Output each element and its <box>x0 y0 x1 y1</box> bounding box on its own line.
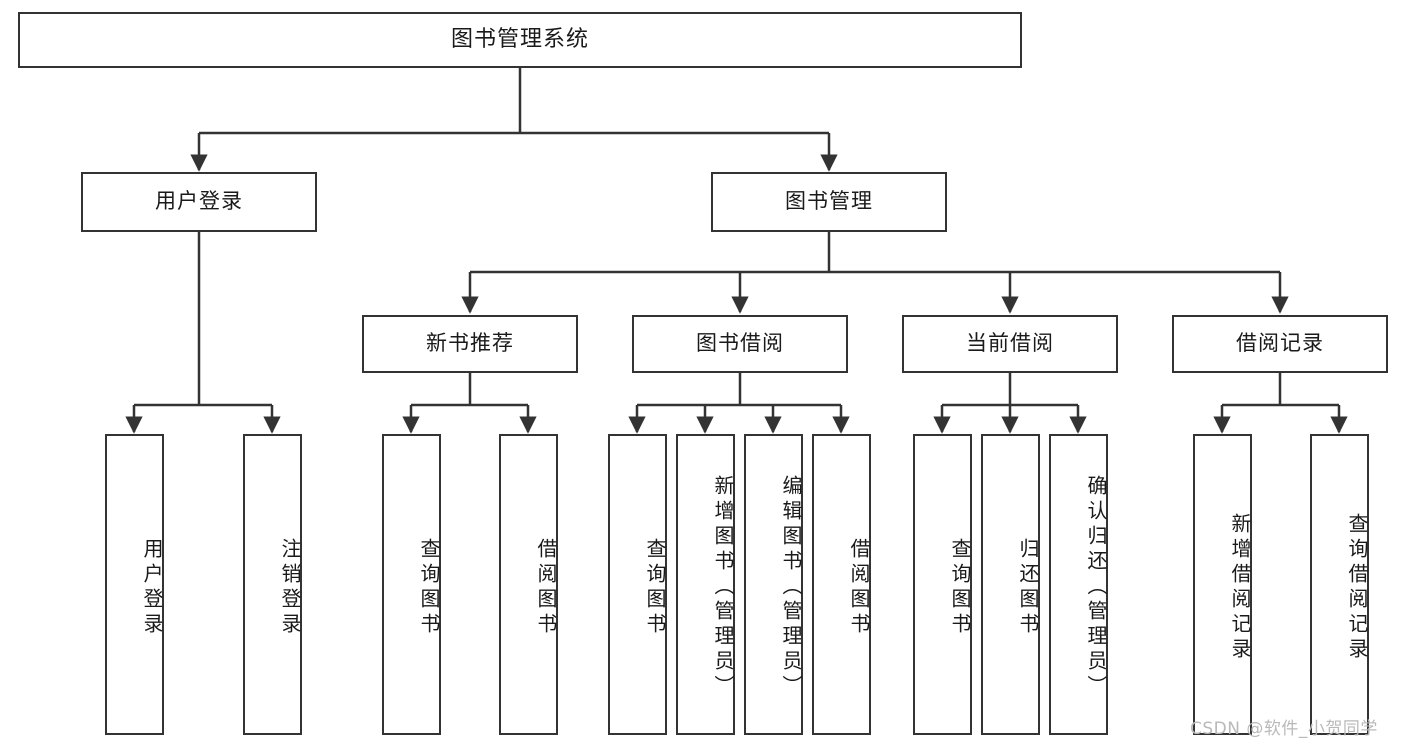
leaf-label: 用户登录 <box>140 537 164 638</box>
node-borrow-record-label: 借阅记录 <box>1236 331 1324 356</box>
leaf-label: 确认归还（管理员） <box>1084 475 1108 700</box>
csdn-watermark: CSDN @软件_小贺同学 <box>1190 719 1378 739</box>
leaf-borrow-record-query[interactable]: 查询借阅记录 <box>1310 434 1369 735</box>
leaf-user-login-signin[interactable]: 用户登录 <box>105 434 164 735</box>
leaf-label: 编辑图书（管理员） <box>779 475 803 700</box>
leaf-book-borrow-query[interactable]: 查询图书 <box>608 434 667 735</box>
node-user-login[interactable]: 用户登录 <box>81 172 317 232</box>
node-book-management-label: 图书管理 <box>785 189 873 214</box>
node-root-label: 图书管理系统 <box>450 26 589 52</box>
node-current-borrow-label: 当前借阅 <box>966 331 1054 356</box>
leaf-user-login-signout[interactable]: 注销登录 <box>243 434 302 735</box>
leaf-label: 注销登录 <box>278 537 302 638</box>
node-new-book-recommend-label: 新书推荐 <box>426 331 514 356</box>
node-book-borrow[interactable]: 图书借阅 <box>632 315 848 373</box>
leaf-label: 新增借阅记录 <box>1228 512 1252 663</box>
leaf-borrow-record-add[interactable]: 新增借阅记录 <box>1193 434 1252 735</box>
leaf-current-borrow-query[interactable]: 查询图书 <box>913 434 972 735</box>
node-root-system[interactable]: 图书管理系统 <box>18 12 1022 68</box>
leaf-book-borrow-edit[interactable]: 编辑图书（管理员） <box>744 434 803 735</box>
node-borrow-record[interactable]: 借阅记录 <box>1172 315 1388 373</box>
leaf-current-borrow-confirm[interactable]: 确认归还（管理员） <box>1049 434 1108 735</box>
leaf-label: 新增图书（管理员） <box>711 475 735 700</box>
leaf-book-borrow-lend[interactable]: 借阅图书 <box>812 434 871 735</box>
leaf-new-book-query[interactable]: 查询图书 <box>382 434 441 735</box>
leaf-label: 查询图书 <box>643 537 667 638</box>
node-book-management[interactable]: 图书管理 <box>711 172 947 232</box>
node-user-login-label: 用户登录 <box>155 189 243 214</box>
leaf-new-book-borrow[interactable]: 借阅图书 <box>499 434 558 735</box>
leaf-label: 查询图书 <box>948 537 972 638</box>
leaf-book-borrow-add[interactable]: 新增图书（管理员） <box>676 434 735 735</box>
leaf-label: 借阅图书 <box>534 537 558 638</box>
node-book-borrow-label: 图书借阅 <box>696 331 784 356</box>
node-current-borrow[interactable]: 当前借阅 <box>902 315 1118 373</box>
leaf-current-borrow-return[interactable]: 归还图书 <box>981 434 1040 735</box>
leaf-label: 借阅图书 <box>847 537 871 638</box>
node-new-book-recommend[interactable]: 新书推荐 <box>362 315 578 373</box>
leaf-label: 查询借阅记录 <box>1345 512 1369 663</box>
leaf-label: 查询图书 <box>417 537 441 638</box>
leaf-label: 归还图书 <box>1016 537 1040 638</box>
